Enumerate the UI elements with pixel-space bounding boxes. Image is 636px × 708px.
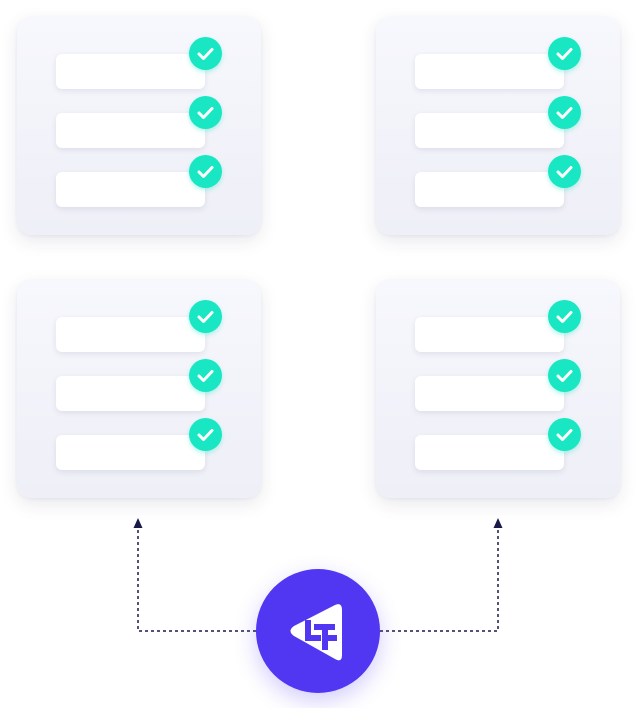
- checkmark-icon: [548, 37, 581, 70]
- brand-logo-badge: [256, 569, 380, 693]
- checklist-card-3: [17, 280, 261, 498]
- checklist-card-4: [376, 280, 620, 498]
- checkmark-icon: [189, 155, 222, 188]
- checklist-row: [56, 96, 222, 148]
- arrow-up-icon: [133, 518, 143, 528]
- checkmark-icon: [189, 418, 222, 451]
- checklist-row: [56, 359, 222, 411]
- connector-right: [380, 528, 499, 632]
- checklist-row: [56, 300, 222, 352]
- checklist-row: [415, 418, 581, 470]
- checkmark-icon: [548, 300, 581, 333]
- checkmark-icon: [189, 300, 222, 333]
- checkmark-icon: [548, 359, 581, 392]
- checklist-row: [415, 96, 581, 148]
- checklist-row: [56, 37, 222, 89]
- checkmark-icon: [189, 37, 222, 70]
- brand-logo-icon: [290, 604, 342, 661]
- connector-left: [137, 528, 256, 632]
- checklist-row: [415, 155, 581, 207]
- checklist-row: [56, 155, 222, 207]
- checklist-row: [415, 37, 581, 89]
- checklist-row: [56, 418, 222, 470]
- checklist-row: [415, 359, 581, 411]
- checkmark-icon: [548, 155, 581, 188]
- checklist-row: [415, 300, 581, 352]
- checklist-card-2: [376, 17, 620, 235]
- checklist-card-1: [17, 17, 261, 235]
- checkmark-icon: [548, 418, 581, 451]
- checkmark-icon: [548, 96, 581, 129]
- arrow-up-icon: [493, 518, 503, 528]
- checkmark-icon: [189, 359, 222, 392]
- checkmark-icon: [189, 96, 222, 129]
